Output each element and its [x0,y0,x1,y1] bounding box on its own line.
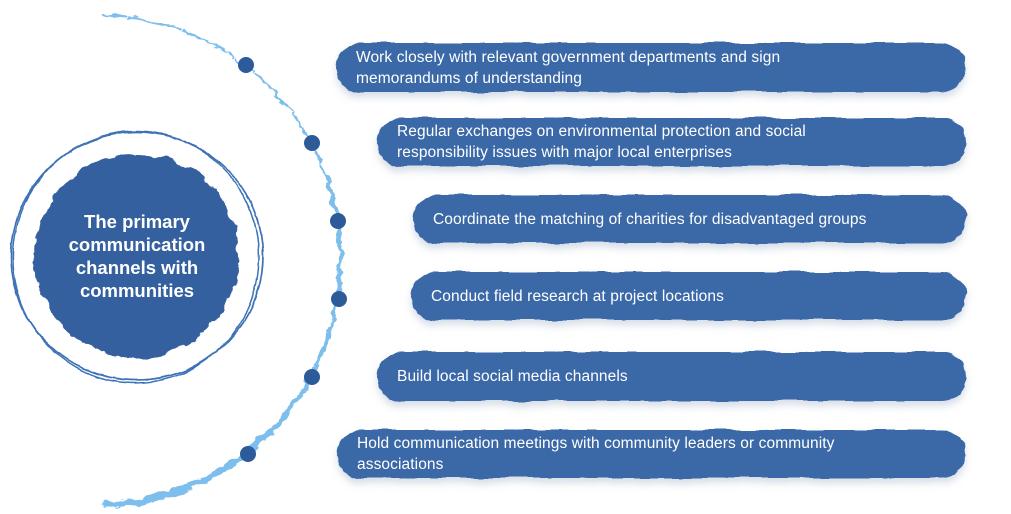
channel-bar-label: Hold communication meetings with communi… [357,435,835,473]
channel-bar-label: Conduct field research at project locati… [431,287,724,305]
hub-title: The primary communication channels with … [68,211,206,301]
channel-bar-shape [377,118,966,166]
channel-bar-label: Build local social media channels [397,368,628,385]
channel-bar-government: Work closely with relevant government de… [336,43,966,92]
orbit-dot [238,57,254,73]
orbit-dots [238,57,347,462]
channel-bar-enterprises: Regular exchanges on environmental prote… [377,118,966,166]
orbit-dot [304,369,320,385]
hub-circle [35,154,239,358]
channel-bar-label: Work closely with relevant government de… [356,48,781,87]
channel-bar-shape [337,430,966,478]
channel-bar-community-meetings: Hold communication meetings with communi… [337,430,966,478]
channel-bar-social-media: Build local social media channels [377,352,966,401]
orbit-dot [304,135,320,151]
channel-bar-charities: Coordinate the matching of charities for… [413,195,966,243]
orbit-dot [331,291,347,307]
channel-bar-shape [377,352,966,401]
channel-bar-shape [411,272,966,320]
channel-bar-shape [336,43,966,92]
channel-bar-field-research: Conduct field research at project locati… [411,272,966,320]
channel-bar-label: Coordinate the matching of charities for… [433,210,867,228]
orbit-dot [240,446,256,462]
hub-ring [10,130,264,384]
orbit-dot [330,213,346,229]
channel-bar-shape [413,195,966,243]
channel-bar-label: Regular exchanges on environmental prote… [397,123,806,161]
